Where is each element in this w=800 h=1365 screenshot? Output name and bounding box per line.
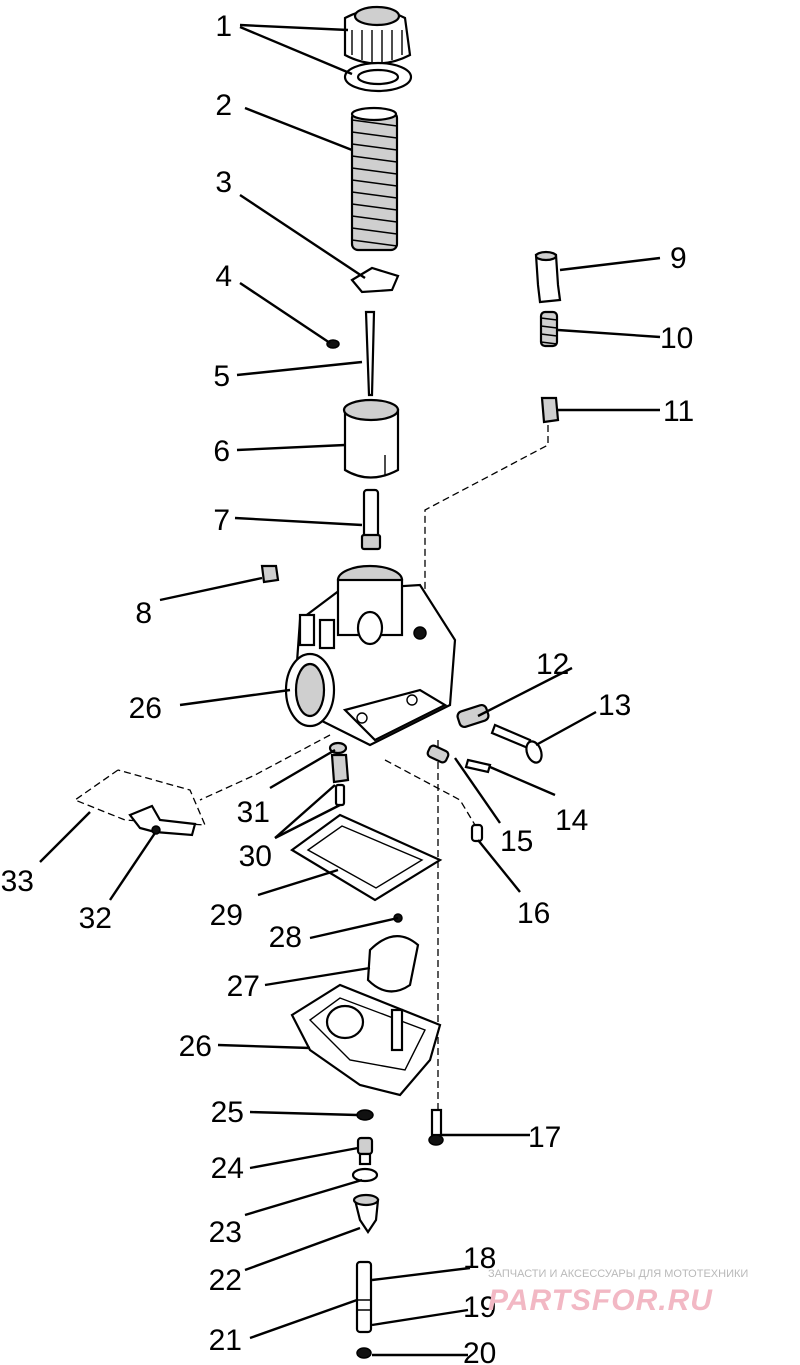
callout-label: 20 xyxy=(463,1337,496,1365)
callout-label: 5 xyxy=(213,360,230,393)
callout-label: 26 xyxy=(129,692,162,725)
callout-label: 24 xyxy=(211,1152,244,1185)
callout-label: 14 xyxy=(555,804,588,837)
callout-label: 31 xyxy=(237,796,270,829)
callout-label: 7 xyxy=(213,504,230,537)
part-drain-screw xyxy=(428,1108,444,1146)
callout-label: 11 xyxy=(663,395,694,428)
part-mixture-spring xyxy=(426,744,450,764)
part-pilot-jet xyxy=(330,753,350,807)
callout-label: 13 xyxy=(598,689,631,722)
callout-label: 12 xyxy=(536,648,569,681)
callout-label: 2 xyxy=(215,89,232,122)
callout-label: 28 xyxy=(269,921,302,954)
part-bracket-screw xyxy=(151,825,161,835)
callout-label: 25 xyxy=(211,1096,244,1129)
callout-label: 27 xyxy=(227,970,260,1003)
callout-label: 33 xyxy=(1,865,34,898)
part-retainer-plate xyxy=(350,266,400,294)
part-carburetor-body xyxy=(284,564,457,747)
callout-label: 18 xyxy=(463,1242,496,1275)
callout-label: 3 xyxy=(215,166,232,199)
part-hose-end xyxy=(540,396,560,424)
part-main-jet xyxy=(356,1136,374,1166)
part-cap xyxy=(343,5,412,65)
callout-label: 17 xyxy=(528,1121,561,1154)
part-fitting xyxy=(534,250,562,304)
part-spring xyxy=(350,106,399,252)
part-idle-screw xyxy=(490,723,543,764)
part-needle-jet-holder xyxy=(352,1193,380,1234)
callout-label: 10 xyxy=(660,322,693,355)
callout-label: 19 xyxy=(463,1291,496,1324)
callout-label: 30 xyxy=(239,840,272,873)
part-main-jet-washer xyxy=(356,1109,374,1121)
callout-label: 26 xyxy=(179,1030,212,1063)
site-watermark: ЗАПЧАСТИ И АКСЕССУАРЫ ДЛЯ МОТОТЕХНИКИ PA… xyxy=(488,1268,800,1328)
callout-label: 22 xyxy=(209,1264,242,1297)
part-tube-cap xyxy=(356,1347,372,1359)
part-tube xyxy=(355,1260,373,1334)
part-bracket xyxy=(128,804,197,837)
callout-label: 9 xyxy=(670,242,687,275)
callout-label: 21 xyxy=(209,1324,242,1357)
part-float xyxy=(366,935,420,993)
callout-label: 29 xyxy=(210,899,243,932)
callout-label: 32 xyxy=(79,902,112,935)
callout-label: 4 xyxy=(215,260,232,293)
callout-label: 1 xyxy=(215,10,232,43)
callout-label: 6 xyxy=(213,435,230,468)
part-idle-spring xyxy=(456,703,490,729)
watermark-logo: PARTSFOR.RU xyxy=(488,1284,713,1317)
callout-label: 15 xyxy=(500,825,533,858)
part-throttle-slide xyxy=(342,398,400,479)
callout-labels: 1 2 3 4 5 6 7 8 9 10 11 12 13 14 15 16 1… xyxy=(1,10,695,1365)
part-float-bowl xyxy=(290,983,442,1097)
part-cap-gasket xyxy=(343,61,413,93)
watermark-tagline: ЗАПЧАСТИ И АКСЕССУАРЫ ДЛЯ МОТОТЕХНИКИ xyxy=(488,1268,749,1280)
part-cap-plug xyxy=(260,564,280,584)
part-needle xyxy=(364,310,376,397)
part-bowl-gasket xyxy=(290,813,443,902)
part-hose-spring xyxy=(539,310,559,348)
callout-label: 8 xyxy=(135,597,152,630)
leader-lines xyxy=(39,23,661,1357)
part-mixture-screw xyxy=(464,758,492,774)
part-o-ring xyxy=(351,1167,379,1183)
callout-label: 23 xyxy=(209,1216,242,1249)
part-needle-jet xyxy=(360,488,382,551)
callout-label: 16 xyxy=(517,897,550,930)
part-drain-fitting xyxy=(470,823,484,843)
